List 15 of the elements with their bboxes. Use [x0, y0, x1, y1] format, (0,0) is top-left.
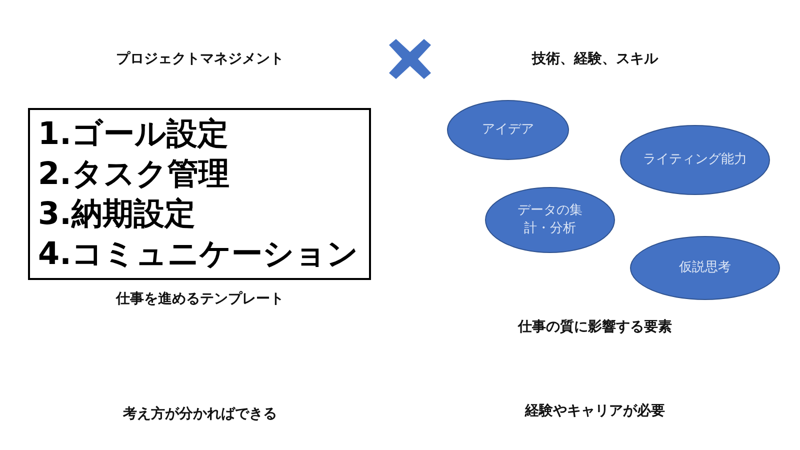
list-box — [28, 108, 371, 280]
list-item: 4.コミュニケーション — [38, 235, 358, 274]
heading-text: 考え方が分かればできる — [123, 405, 277, 423]
node-text: アイデア — [482, 121, 534, 139]
list-item: 2.タスク管理 — [38, 155, 230, 194]
node-text: データの集計・分析 — [516, 202, 584, 238]
heading-text: 仕事を進めるテンプレート — [116, 290, 284, 308]
heading-text: 経験やキャリアが必要 — [525, 402, 665, 420]
node-text: ライティング能力 — [643, 151, 747, 169]
node-text: 仮説思考 — [679, 259, 731, 277]
heading-text: プロジェクトマネジメント — [116, 50, 284, 68]
list-item: 3.納期設定 — [38, 195, 196, 234]
heading-text: 仕事の質に影響する要素 — [518, 318, 672, 336]
heading-text: 技術、経験、スキル — [532, 50, 658, 68]
list-item: 1.ゴール設定 — [38, 115, 228, 154]
